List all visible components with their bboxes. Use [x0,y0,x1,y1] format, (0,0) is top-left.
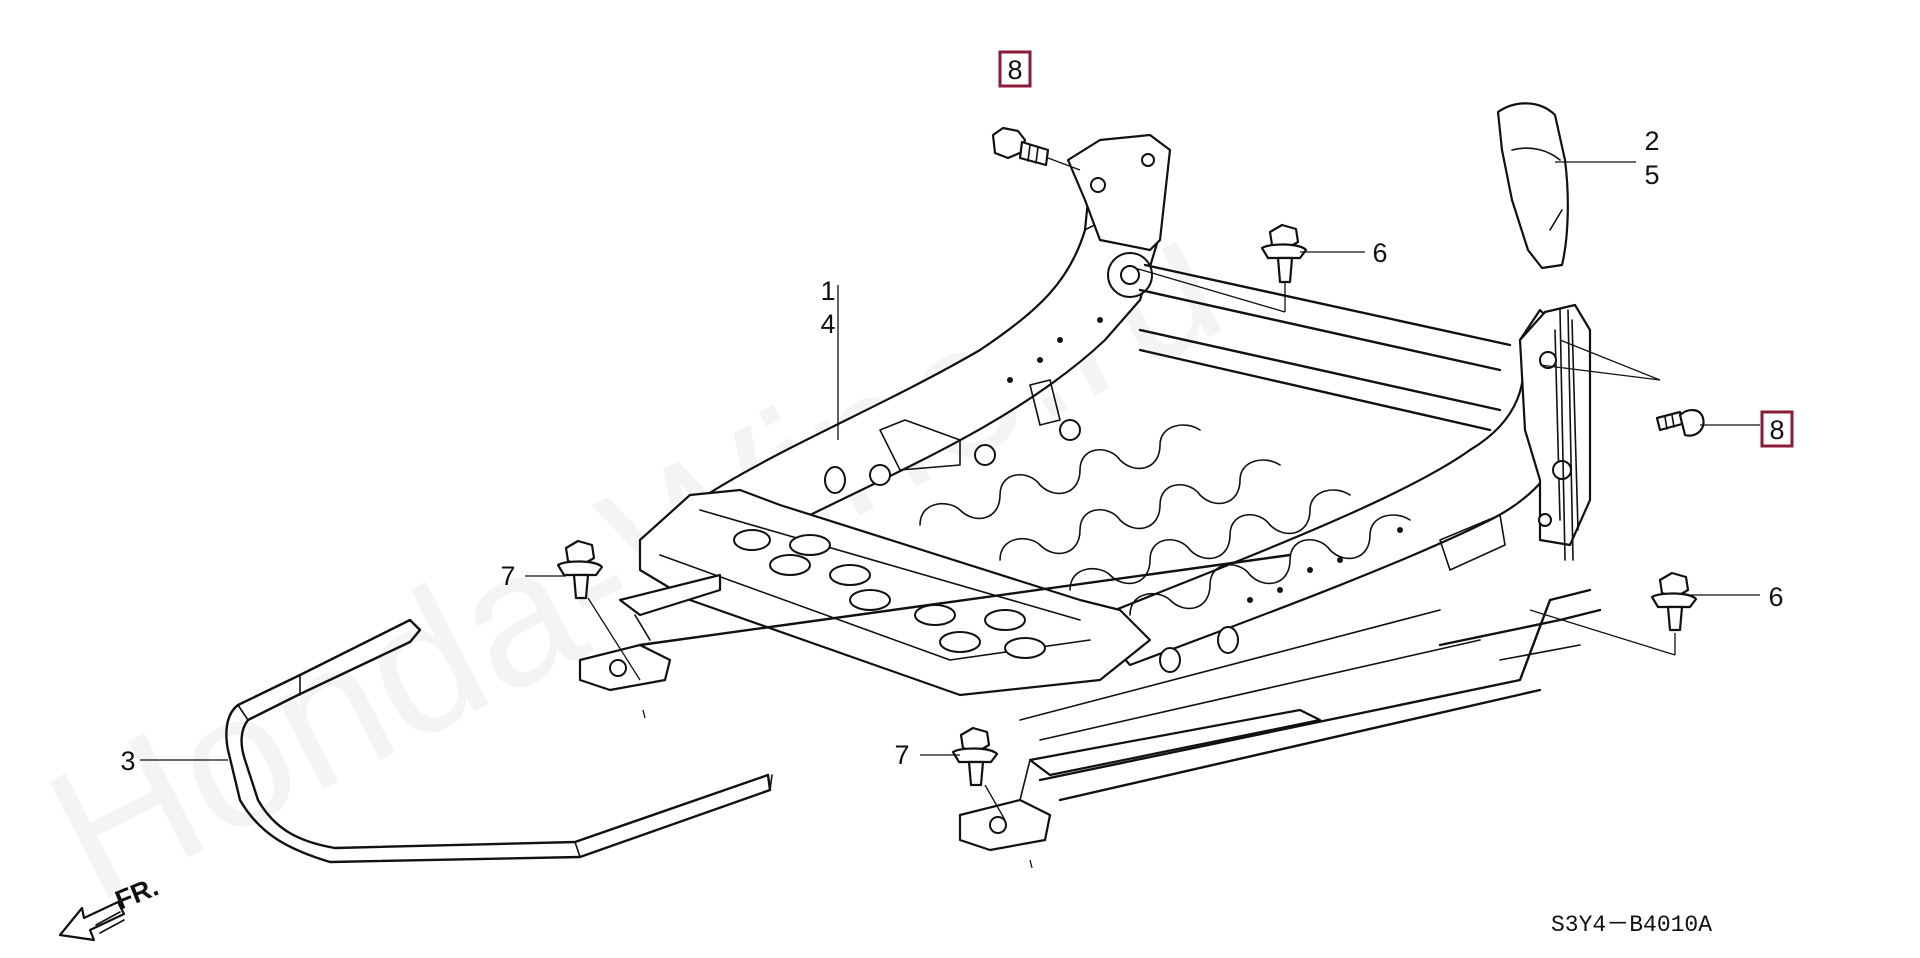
callout-labels: 1 4 2 5 6 6 3 7 7 8 8 [120,50,1794,776]
callout-8-upper-box [998,50,1032,88]
leader-lines [140,157,1760,869]
bolt-6-right [1650,571,1698,632]
callout-7-left: 7 [500,561,515,591]
callout-8-right-box [1760,410,1794,448]
callout-2: 2 [1644,126,1659,156]
bolt-8-upper [991,126,1050,167]
seat-cushion-frame [638,133,1592,697]
front-arrow-icon [58,900,126,942]
callout-7-lower: 7 [894,740,909,770]
bolt-7-left [556,539,604,600]
part-code: S3Y4－B4010A [1551,912,1712,938]
bolt-6-upper [1260,223,1308,284]
callout-3: 3 [120,746,135,776]
callout-4: 4 [820,309,835,339]
slide-rail-right [958,588,1602,852]
slide-adjuster-bar-part-3 [225,618,773,864]
bolt-7-lower [951,726,999,787]
bolt-8-right [1655,409,1705,437]
slide-rail-left [578,553,1292,692]
callout-5: 5 [1644,160,1659,190]
callout-6-upper: 6 [1372,238,1387,268]
callout-8-right: 8 [1769,415,1784,445]
callout-8-upper: 8 [1007,55,1022,85]
recliner-cover-part-2-5 [1496,102,1569,270]
callout-1: 1 [820,276,835,306]
callout-6-right: 6 [1768,582,1783,612]
